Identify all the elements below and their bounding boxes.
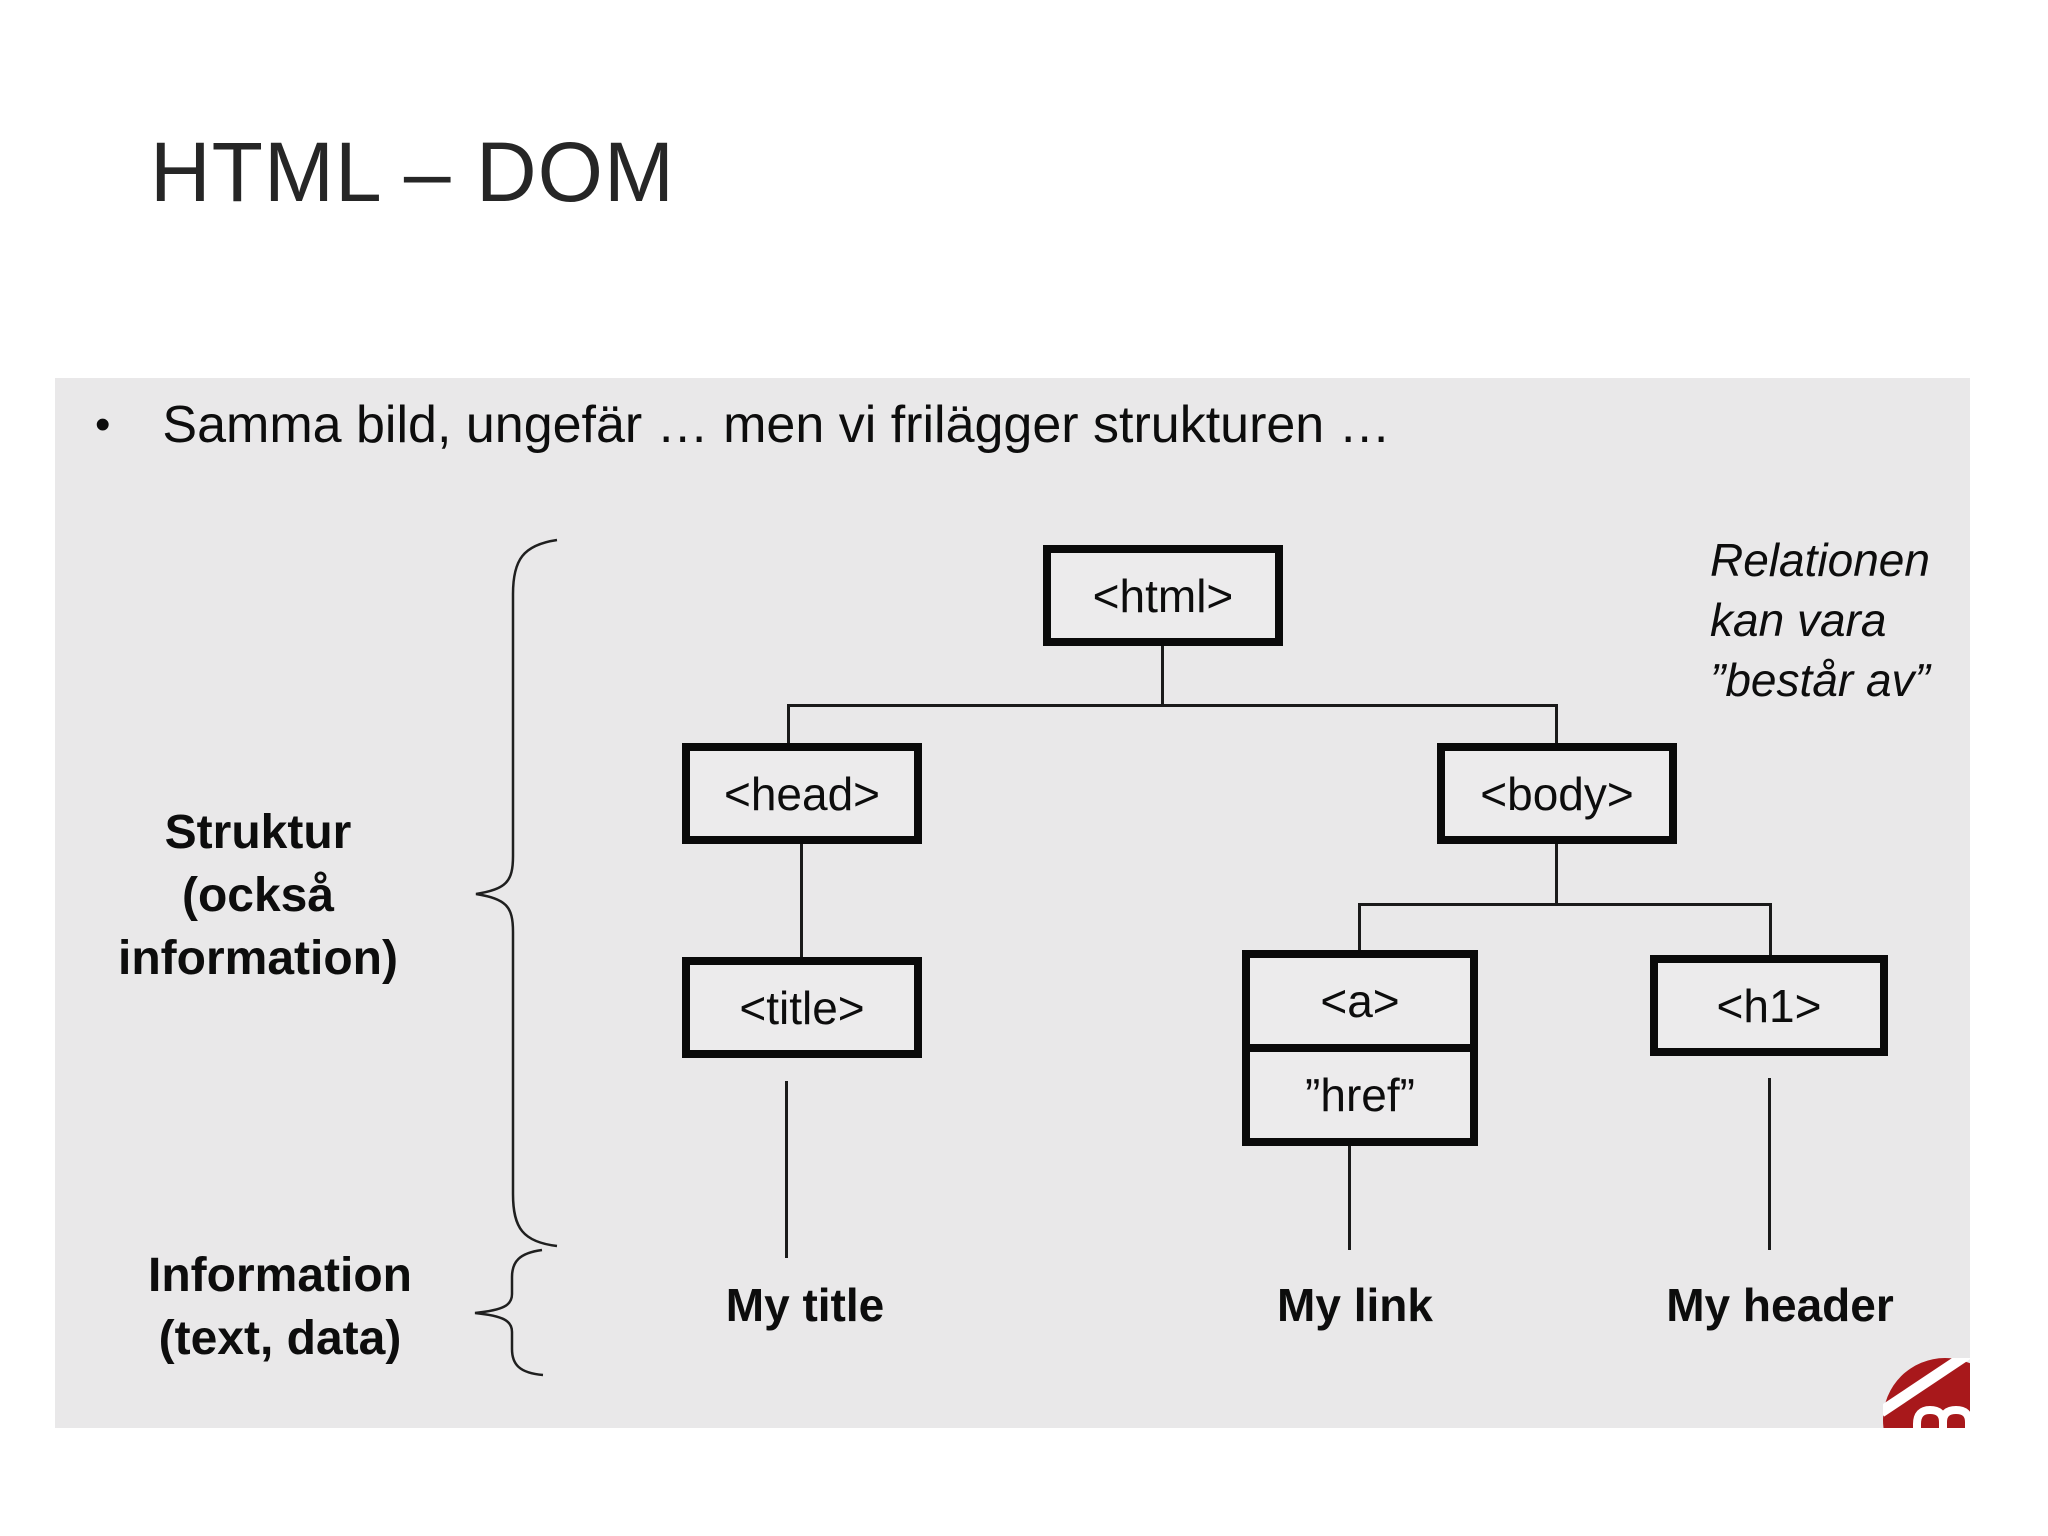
connector-to-head — [787, 704, 790, 744]
h1-node-label: <h1> — [1716, 979, 1822, 1032]
slide-title: HTML – DOM — [150, 125, 675, 219]
information-brace — [474, 1248, 544, 1377]
h1-node-box: <h1> — [1650, 955, 1888, 1056]
head-node-box: <head> — [682, 743, 922, 844]
connector-html-down — [1161, 645, 1164, 706]
title-node-label: <title> — [739, 981, 865, 1034]
logo-diagonal-stripe — [1883, 1358, 1970, 1417]
a-node-label: <a> — [1320, 975, 1400, 1027]
connector-to-a — [1358, 903, 1361, 951]
connector-h1-myheader — [1768, 1078, 1771, 1250]
connector-body-branch — [1358, 903, 1771, 906]
structure-brace — [475, 538, 558, 1248]
structure-label: Struktur (också information) — [118, 806, 398, 985]
connector-html-branch — [787, 704, 1558, 707]
bullet-text: Samma bild, ungefär … men vi frilägger s… — [162, 396, 1391, 454]
information-label: Information (text, data) — [148, 1249, 412, 1365]
head-node-label: <head> — [723, 767, 881, 820]
body-node-box: <body> — [1437, 743, 1677, 844]
body-node-label: <body> — [1480, 767, 1634, 820]
bullet-line: • Samma bild, ungefär … men vi frilägger… — [95, 392, 1391, 458]
href-attr-label: ”href” — [1250, 1044, 1470, 1138]
connector-href-mylink — [1348, 1146, 1351, 1250]
html-node-label: <html> — [1092, 569, 1234, 622]
bullet-icon: • — [95, 400, 111, 449]
connector-to-h1 — [1769, 903, 1772, 956]
logo-m-glyph — [1913, 1405, 1970, 1428]
logo-circle — [1883, 1358, 1970, 1428]
connector-body-down — [1555, 844, 1558, 905]
malmo-university-logo-icon — [1883, 1358, 1970, 1428]
content-panel: • Samma bild, ungefär … men vi frilägger… — [55, 378, 1970, 1428]
my-title-leaf: My title — [725, 1279, 885, 1331]
my-link-leaf: My link — [1277, 1279, 1433, 1331]
my-header-leaf: My header — [1666, 1279, 1894, 1331]
html-node-box: <html> — [1043, 545, 1283, 646]
connector-head-title — [800, 844, 803, 958]
relation-annotation: Relationen kan vara ”består av” — [1710, 534, 1930, 706]
title-node-box: <title> — [682, 957, 922, 1058]
connector-to-body — [1555, 704, 1558, 744]
a-href-node-box: <a> ”href” — [1242, 950, 1478, 1146]
connector-title-mytitle — [785, 1081, 788, 1258]
